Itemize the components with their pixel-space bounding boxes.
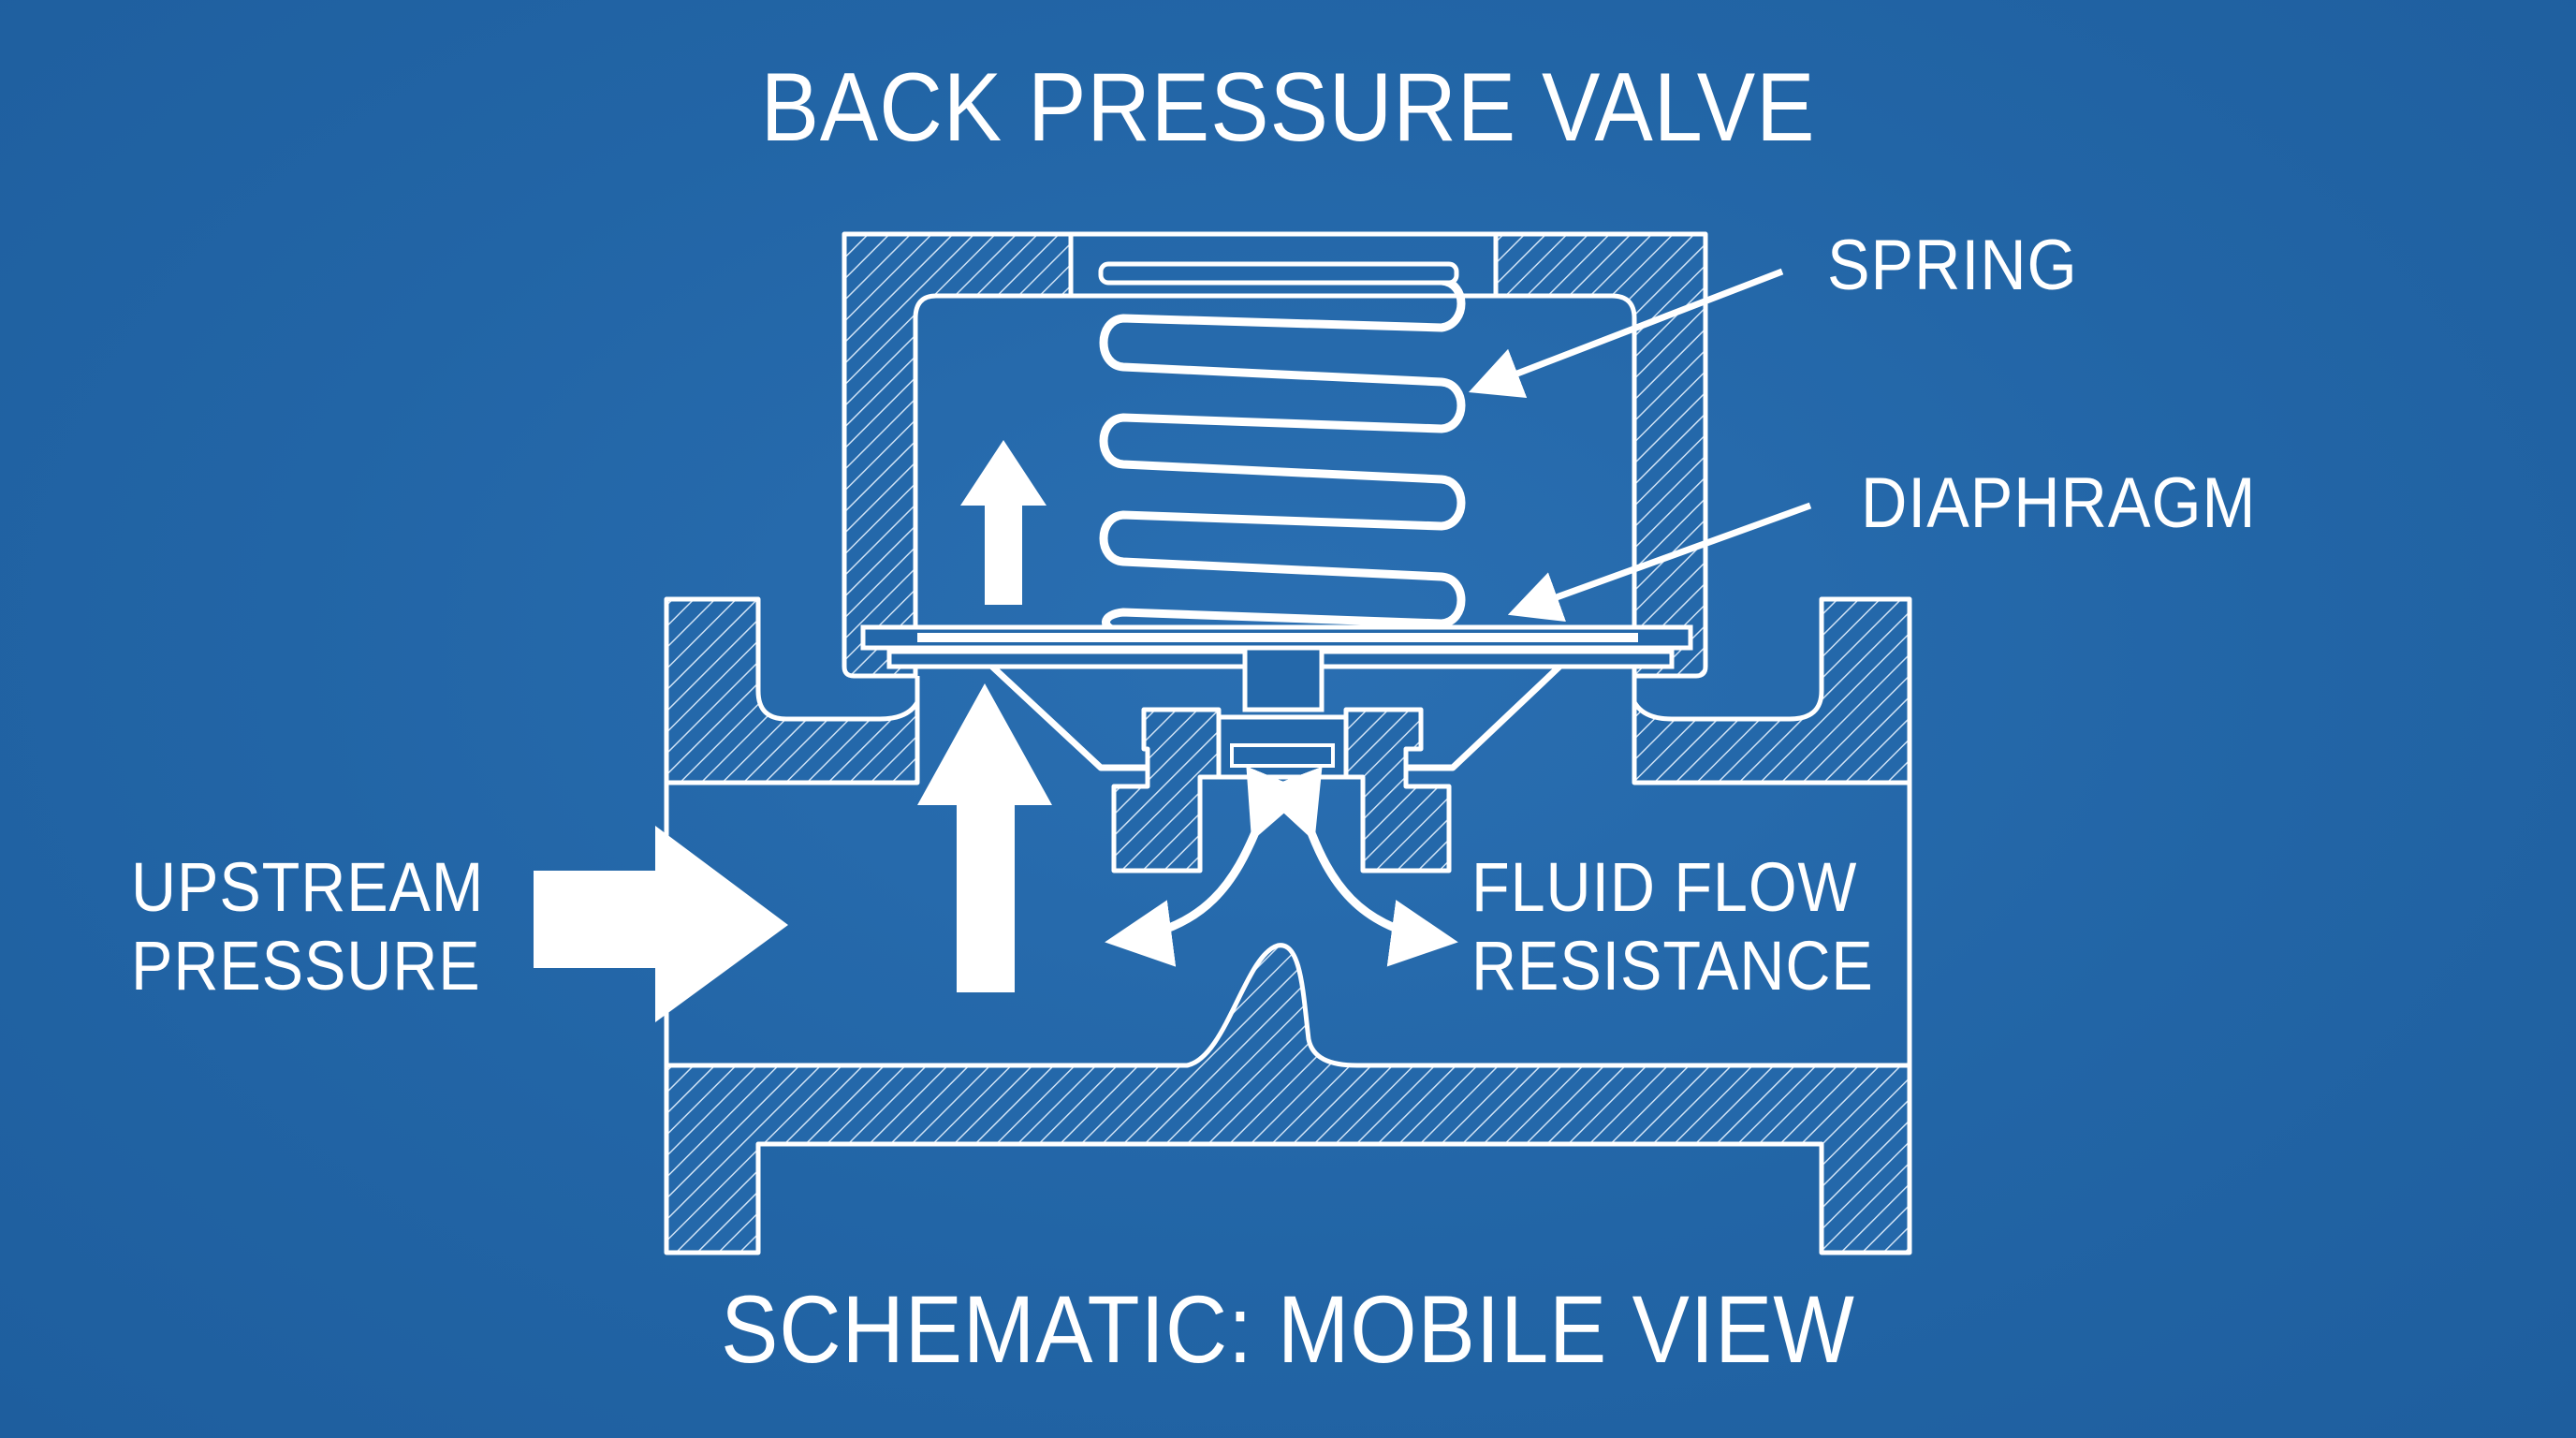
upstream-label-line1: UPSTREAM bbox=[131, 848, 485, 926]
spring-coil bbox=[1099, 267, 1466, 636]
diagram-footer: SCHEMATIC: MOBILE VIEW bbox=[721, 1276, 1855, 1383]
pipe-bottom-wall bbox=[664, 943, 1912, 1255]
upstream-label-line2: PRESSURE bbox=[131, 927, 481, 1005]
diagram-title: BACK PRESSURE VALVE bbox=[760, 53, 1816, 162]
spring-callout-arrow bbox=[1468, 268, 1784, 399]
lift-arrow-small bbox=[960, 440, 1046, 605]
valve-stem bbox=[1242, 645, 1325, 712]
spring-top-seat bbox=[1098, 261, 1459, 286]
bonnet-cap bbox=[1071, 231, 1499, 299]
flow-arrow-right bbox=[1259, 766, 1458, 967]
valve-poppet-inner bbox=[1230, 743, 1335, 768]
seat-housing-right bbox=[1343, 707, 1452, 873]
fluid-flow-resistance-label: FLUID FLOW RESISTANCE bbox=[1471, 848, 1874, 1005]
flow-arrow-left bbox=[1105, 766, 1309, 967]
bonnet-left-wall bbox=[842, 231, 1074, 679]
lift-arrow-large bbox=[917, 683, 1052, 992]
fluid-label-line2: RESISTANCE bbox=[1471, 927, 1874, 1005]
seat-housing bbox=[1111, 707, 1222, 873]
diaphragm-callout-arrow bbox=[1507, 502, 1812, 623]
upstream-pressure-label: UPSTREAM PRESSURE bbox=[131, 848, 484, 1005]
fluid-label-line1: FLUID FLOW bbox=[1471, 848, 1858, 926]
diaphragm-membrane bbox=[917, 633, 1638, 642]
diaphragm-label: DIAPHRAGM bbox=[1861, 463, 2257, 543]
spring-label: SPRING bbox=[1827, 226, 2078, 305]
upstream-pressure-arrow bbox=[534, 826, 788, 1022]
